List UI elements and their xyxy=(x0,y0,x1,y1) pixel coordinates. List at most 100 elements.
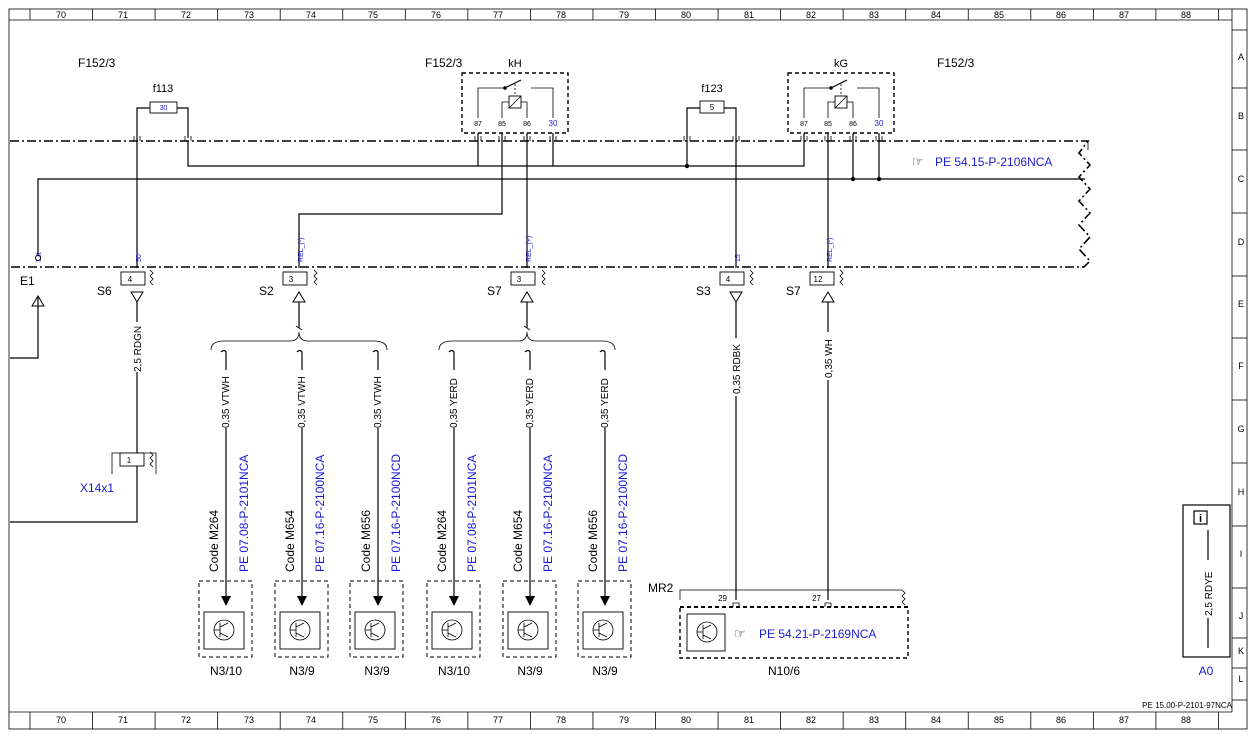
option-code: Code M656 xyxy=(586,510,600,572)
spring-icon xyxy=(749,269,754,286)
unit-housing xyxy=(198,580,253,658)
ecu-box xyxy=(354,611,396,650)
branch-wire xyxy=(372,349,379,596)
wire-label-bg xyxy=(821,332,835,380)
spring-icon xyxy=(313,269,318,286)
harness-boundary xyxy=(10,140,1092,268)
col-label: 84 xyxy=(931,10,941,20)
row-ticks xyxy=(1232,29,1247,701)
col-label: 84 xyxy=(931,715,941,725)
row-label: K xyxy=(1238,646,1244,656)
row-label: A xyxy=(1238,52,1244,62)
wire-kh-85 xyxy=(298,133,503,268)
pin-box xyxy=(120,271,146,286)
signal-labels: 30t 50 REL_(-) REL_(+) 15 REL_(-) xyxy=(36,236,834,262)
pin-number: 4 xyxy=(128,275,133,284)
fuse-leads xyxy=(686,107,737,138)
unit-label: N3/10 xyxy=(210,664,242,678)
fuse-box-label-mid: F152/3 xyxy=(425,56,463,70)
col-label: 77 xyxy=(493,715,503,725)
pin-arrow xyxy=(729,291,743,303)
connector-label: S6 xyxy=(97,284,112,298)
pin-box xyxy=(510,271,536,286)
wire-label-bg xyxy=(219,370,233,428)
spring-icon xyxy=(541,269,546,286)
fuse-rating: 5 xyxy=(710,103,715,112)
wire-label: 0,35 WH xyxy=(824,339,835,378)
col-label: 71 xyxy=(118,10,128,20)
crossref-text: PE 54.21-P-2169NCA xyxy=(759,627,876,641)
relay-pin: 86 xyxy=(849,121,857,128)
unit-label: N3/9 xyxy=(289,664,315,678)
pointing-hand-icon: ☞ xyxy=(734,626,746,641)
connector-label: E1 xyxy=(20,274,35,288)
pin-number: 3 xyxy=(517,275,522,284)
wire-label: 0,35 YERD xyxy=(600,378,611,428)
connector-label: MR2 xyxy=(648,581,674,595)
crossref-top: ☞ PE 54.15-P-2106NCA xyxy=(912,154,1052,169)
page-reference: PE 15.00-P-2101-97NCA xyxy=(1142,701,1232,710)
col-label: 82 xyxy=(806,715,816,725)
ecu-box xyxy=(279,611,321,650)
connector-label: S7 xyxy=(487,284,502,298)
col-label: 80 xyxy=(681,10,691,20)
crossref-text: PE 07.16-P-2100NCA xyxy=(541,455,555,572)
relay-pin: 87 xyxy=(800,121,808,128)
pointing-hand-icon: ☞ xyxy=(912,154,924,169)
col-label: 86 xyxy=(1056,715,1066,725)
row-label: J xyxy=(1239,611,1244,621)
ecu-box xyxy=(582,611,624,650)
unit-label: N3/10 xyxy=(438,664,470,678)
row-label: B xyxy=(1238,111,1244,121)
transistor-lines xyxy=(442,622,457,638)
branch: 0,35 YERD Code M654 PE 07.16-P-2100NCA N… xyxy=(502,349,557,678)
unit-housing xyxy=(426,580,481,658)
wire-label-bg xyxy=(1201,560,1215,618)
connector-s2: S2 3 xyxy=(259,269,318,328)
wire-label-bg xyxy=(371,370,385,428)
arrow-head xyxy=(373,596,383,606)
transistor-lines xyxy=(593,622,608,638)
pin-number: 4 xyxy=(726,275,731,284)
col-label: 87 xyxy=(1119,10,1129,20)
wire-label-bg xyxy=(130,322,144,372)
signal-label: 50 xyxy=(136,254,143,262)
option-code: Code M656 xyxy=(359,510,373,572)
spring-icon xyxy=(149,451,154,468)
connector-name: X14x1 xyxy=(80,481,114,495)
row-label: D xyxy=(1238,237,1245,247)
relay-coil-diag xyxy=(834,95,848,109)
col-label: 72 xyxy=(181,10,191,20)
relay-pin: 30 xyxy=(549,119,558,128)
col-label: 86 xyxy=(1056,10,1066,20)
spring-icon xyxy=(839,269,844,286)
info-icon xyxy=(1193,510,1208,525)
relay-pin: 30 xyxy=(875,119,884,128)
column-numbers-bottom: 70 71 72 73 74 75 76 77 78 79 80 81 82 8… xyxy=(56,715,1191,725)
col-label: 70 xyxy=(56,715,66,725)
arrow-head xyxy=(297,596,307,606)
connector-s7-a: S7 3 xyxy=(487,269,546,328)
pin-number: 1 xyxy=(127,456,132,465)
branch: 0,35 VTWH Code M654 PE 07.16-P-2100NCA N… xyxy=(274,349,329,678)
pin-box xyxy=(282,271,308,286)
col-label: 88 xyxy=(1181,10,1191,20)
col-label: 79 xyxy=(619,715,629,725)
row-letters: A B C D E F G H I J K L xyxy=(1237,52,1244,684)
wire-label: 0,35 YERD xyxy=(525,378,536,428)
arrow-head xyxy=(600,596,610,606)
pin-number: 27 xyxy=(812,594,821,603)
row-label: G xyxy=(1237,424,1244,434)
spring-icon xyxy=(149,269,154,286)
ecu-box xyxy=(507,611,549,650)
col-label: 73 xyxy=(244,715,254,725)
col-label: 81 xyxy=(744,715,754,725)
branch-wire xyxy=(599,349,606,596)
wire-label-bg xyxy=(729,338,743,396)
fuse-f123: f123 5 xyxy=(686,83,737,138)
transistor-lines xyxy=(214,622,229,638)
ecu-box xyxy=(203,611,245,650)
connector-outline xyxy=(679,589,902,600)
branch: 0,35 VTWH Code M656 PE 07.16-P-2100NCD N… xyxy=(349,349,404,678)
row-label: F xyxy=(1238,361,1244,371)
